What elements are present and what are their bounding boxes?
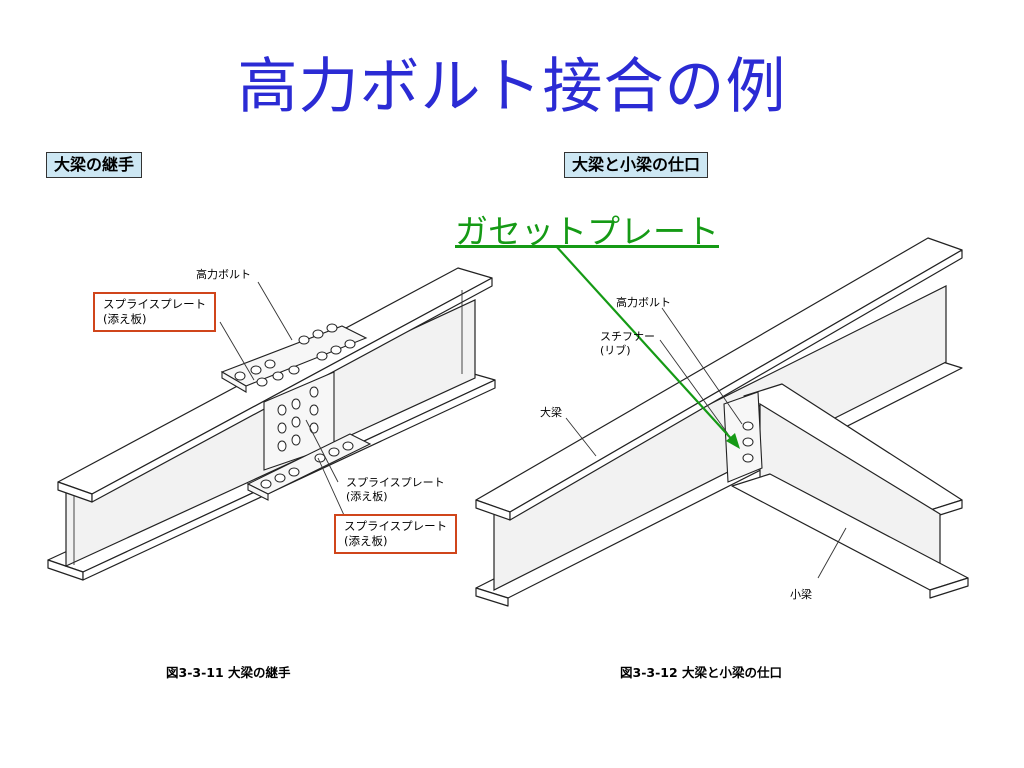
splice-bottom-label-line2: (添え板)	[344, 534, 388, 548]
splice-top-label-line2: (添え板)	[103, 312, 147, 326]
splice-web-label-line2: (添え板)	[346, 490, 388, 503]
right-figure-caption: 図3-3-12 大梁と小梁の仕口	[620, 665, 783, 680]
right-bolt-label: 高力ボルト	[616, 296, 671, 309]
left-panel-tag: 大梁の継手	[46, 152, 143, 178]
leader-main-beam	[565, 417, 597, 457]
splice-top-highlight-box: スプライスプレート (添え板)	[93, 292, 217, 332]
small-beam-label: 小梁	[790, 588, 812, 601]
stiffener-label-line2: (リブ)	[600, 344, 631, 357]
slide-title: 高力ボルト接合の例	[237, 52, 787, 122]
left-figure-caption: 図3-3-11 大梁の継手	[166, 665, 291, 680]
leader-stiffener	[659, 339, 729, 435]
bottom-plate-bolts	[260, 441, 354, 489]
right-panel-tag: 大梁と小梁の仕口	[564, 152, 709, 178]
gusset-plate-label: ガセットプレート	[455, 212, 719, 251]
main-girder-web	[493, 285, 947, 591]
top-plate-bolts	[234, 323, 356, 387]
splice-top-label-line1: スプライスプレート	[103, 297, 207, 311]
splice-web-label: スプライスプレート (添え板)	[346, 476, 445, 504]
stiffener-label: スチフナー (リブ)	[600, 330, 655, 358]
leader-small-beam	[817, 527, 847, 579]
splice-web-label-line1: スプライスプレート	[346, 476, 445, 489]
girder-splice-drawing	[47, 267, 496, 581]
leader-bolt-left	[257, 281, 293, 341]
leader-splice-bottom	[317, 457, 349, 525]
beam-connection-drawing	[475, 237, 969, 607]
web-bolts	[277, 386, 319, 452]
main-beam-label: 大梁	[540, 406, 562, 419]
splice-bottom-label-line1: スプライスプレート	[344, 519, 448, 533]
leader-bolt-right	[661, 307, 743, 425]
stiffener-label-line1: スチフナー	[600, 330, 655, 343]
splice-bottom-highlight-box: スプライスプレート (添え板)	[334, 514, 458, 554]
gusset-arrow	[555, 245, 740, 449]
leader-splice-web	[305, 419, 339, 483]
left-bolt-label: 高力ボルト	[196, 268, 251, 281]
leader-splice-top	[219, 321, 255, 381]
